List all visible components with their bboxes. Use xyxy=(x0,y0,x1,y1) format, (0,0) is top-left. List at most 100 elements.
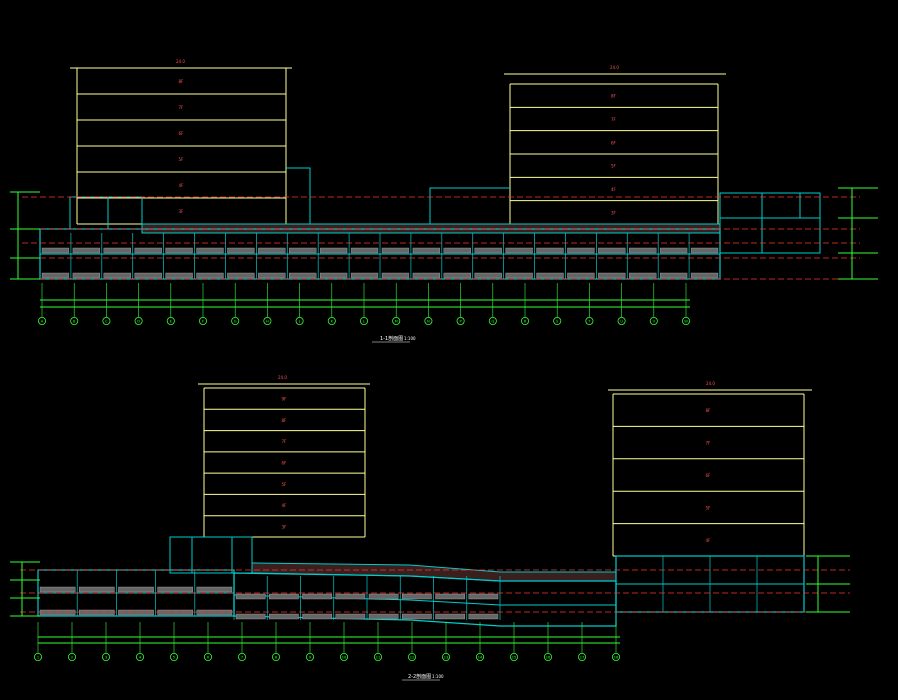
parked-car xyxy=(468,613,499,620)
parked-car xyxy=(412,272,441,279)
section-2-right-tower-level-label: 6F xyxy=(706,473,712,478)
section-1-title: 1-1剖面图 xyxy=(380,335,403,342)
section-2-left-elevation-dims xyxy=(10,561,40,617)
axis-label: L xyxy=(363,320,365,324)
axis-bubble xyxy=(203,653,212,662)
parked-car xyxy=(435,613,465,620)
axis-label: 12 xyxy=(410,656,415,660)
axis-label: 15 xyxy=(512,656,517,660)
parked-car xyxy=(659,272,688,279)
section-1-right-elevation-dims xyxy=(838,187,878,280)
axis-bubble xyxy=(585,316,594,325)
axis-bubble xyxy=(38,316,47,325)
axis-bubble xyxy=(544,653,553,662)
axis-bubble xyxy=(305,653,314,662)
parked-car xyxy=(39,609,76,616)
parked-car xyxy=(78,609,115,616)
axis-bubble xyxy=(102,316,111,325)
section-1-right-tower-level-label: 3F xyxy=(611,210,617,215)
axis-label: 14 xyxy=(478,656,483,660)
axis-bubble xyxy=(327,316,336,325)
section-2-right-roof-label: 24.0 xyxy=(706,381,715,386)
parked-car xyxy=(474,247,502,254)
axis-label: H xyxy=(266,320,269,324)
parked-car xyxy=(567,272,595,279)
parked-car xyxy=(505,247,533,254)
parked-car xyxy=(443,272,471,279)
section-2-left-tower-level-label: 4F xyxy=(282,503,288,508)
axis-label: 11 xyxy=(376,656,381,660)
section-2-level-lines xyxy=(20,569,850,613)
section-1-right-tower-level-label: 8F xyxy=(611,94,617,99)
parked-car xyxy=(227,272,255,279)
axis-label: 13 xyxy=(444,656,449,660)
parked-car xyxy=(368,593,399,600)
axis-bubble xyxy=(578,653,587,662)
section-2-left-tower-level-label: 5F xyxy=(282,482,288,487)
parked-car xyxy=(443,247,471,254)
parked-car xyxy=(157,609,194,616)
parked-car xyxy=(196,272,224,279)
parked-car xyxy=(39,586,76,593)
axis-label: Q xyxy=(491,320,494,324)
parked-car xyxy=(103,247,131,254)
axis-label: K xyxy=(331,320,334,324)
axis-bubble xyxy=(649,316,658,325)
axis-bubble xyxy=(271,653,280,662)
parked-car xyxy=(629,247,657,254)
section-1-level-lines xyxy=(22,196,860,280)
section-1-podium xyxy=(39,167,821,280)
axis-label: F xyxy=(202,320,204,324)
section-2-left-tower-level-label: 3F xyxy=(282,524,288,529)
parked-car xyxy=(103,272,131,279)
axis-bubble xyxy=(166,316,175,325)
parked-car xyxy=(289,272,317,279)
parked-car xyxy=(567,247,595,254)
section-1-left-tower-level-label: 5F xyxy=(179,157,185,162)
parked-car xyxy=(536,272,564,279)
axis-label: G xyxy=(234,320,237,324)
parked-car xyxy=(350,247,379,254)
parked-car xyxy=(598,247,626,254)
parked-car xyxy=(402,613,432,620)
axis-label: 2 xyxy=(71,656,73,660)
parked-car xyxy=(536,247,564,254)
axis-label: V xyxy=(653,320,656,324)
section-2-right-tower-level-label: 4F xyxy=(706,538,712,543)
axis-bubble xyxy=(682,316,691,325)
axis-label: 18 xyxy=(614,656,619,660)
parked-car xyxy=(227,247,255,254)
axis-bubble xyxy=(612,653,621,662)
section-1-right-tower-level-label: 7F xyxy=(611,117,617,122)
parked-car xyxy=(598,272,626,279)
parked-car xyxy=(196,247,224,254)
parked-car xyxy=(78,586,115,593)
axis-bubble xyxy=(553,316,562,325)
section-2-left-roof-label: 24.0 xyxy=(278,375,287,380)
parked-car xyxy=(41,272,70,279)
parked-car xyxy=(319,272,348,279)
parked-car xyxy=(629,272,657,279)
axis-bubble xyxy=(488,316,497,325)
axis-label: A xyxy=(41,320,44,324)
section-1-right-tower-level-label: 6F xyxy=(611,140,617,145)
axis-label: 5 xyxy=(173,656,175,660)
axis-bubble xyxy=(509,653,518,662)
parked-car xyxy=(505,272,533,279)
section-2-left-tower-level-label: 9F xyxy=(282,397,288,402)
section-2-right-tower-level-label: 7F xyxy=(706,441,712,446)
parked-car xyxy=(157,586,194,593)
parked-car xyxy=(302,613,332,620)
parked-car xyxy=(134,247,162,254)
axis-bubble xyxy=(263,316,272,325)
parked-car xyxy=(690,272,719,279)
parked-car xyxy=(302,593,332,600)
axis-label: N xyxy=(427,320,430,324)
parked-car xyxy=(118,586,154,593)
axis-bubble xyxy=(475,653,484,662)
axis-bubble xyxy=(295,316,304,325)
section-1-scale: 1:100 xyxy=(404,336,416,341)
axis-bubble xyxy=(617,316,626,325)
